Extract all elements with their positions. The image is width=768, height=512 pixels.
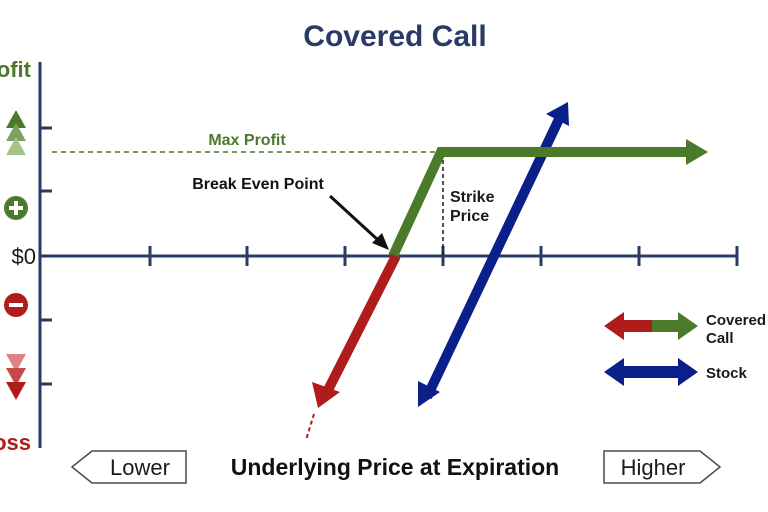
- stock-payoff-arrow: [418, 102, 569, 407]
- strike-price-label-line2: Price: [450, 208, 489, 225]
- x-axis-title: Underlying Price at Expiration: [231, 454, 559, 480]
- break-even-label: Break Even Point: [192, 176, 324, 193]
- max-profit-label: Max Profit: [208, 132, 286, 149]
- diagram-title: Covered Call: [303, 20, 486, 53]
- higher-price-label: Higher: [621, 455, 686, 480]
- profit-up-triangles-icon: [6, 110, 26, 155]
- x-axis-ticks: [148, 246, 739, 266]
- minus-circle-icon: [4, 293, 28, 317]
- covered-call-profit-segment: [388, 139, 708, 259]
- covered-call-loss-segment: [305, 253, 401, 441]
- y-axis-zero-label: $0: [12, 244, 36, 269]
- strike-price-label-line1: Strike: [450, 189, 495, 206]
- legend-covered-call-icon: [604, 312, 698, 340]
- y-axis-loss-label: Loss: [0, 430, 31, 455]
- y-axis-ticks: [40, 126, 52, 386]
- loss-down-triangles-icon: [6, 354, 26, 400]
- higher-price-box: [603, 450, 722, 484]
- legend-stock-label: Stock: [706, 365, 748, 382]
- legend-covered-call-label-line1: Covered: [706, 312, 766, 329]
- plus-circle-icon: [4, 196, 28, 220]
- lower-price-label: Lower: [110, 455, 170, 480]
- legend-covered-call-label-line2: Call: [706, 330, 734, 347]
- legend-stock-icon: [604, 358, 698, 386]
- break-even-pointer-arrow: [328, 194, 389, 250]
- lower-price-box: [70, 450, 187, 484]
- y-axis-profit-label: Profit: [0, 57, 32, 82]
